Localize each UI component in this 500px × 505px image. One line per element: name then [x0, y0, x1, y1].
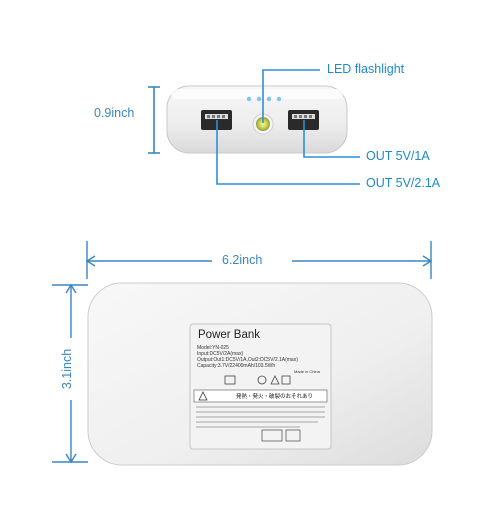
sticker-capacity: Capacity:3.7V/22400mAh/103.5Wh: [197, 363, 276, 369]
out1-callout-line: [303, 120, 360, 158]
width-label: 3.1inch: [60, 348, 75, 390]
sticker-fine-print: [196, 406, 325, 428]
out-1a-label: OUT 5V/1A: [366, 149, 430, 163]
out2-callout-line: [216, 120, 360, 185]
out-2a-label: OUT 5V/2.1A: [366, 176, 441, 190]
callout-lines: [216, 69, 360, 185]
thickness-label: 0.9inch: [94, 106, 135, 120]
sticker-made-in: Made in China: [294, 369, 320, 374]
sticker-title: Power Bank: [198, 329, 261, 341]
warning-icon: [198, 391, 208, 401]
battery-indicator-icon: [246, 96, 282, 102]
sticker-model: Model:YN-025: [197, 345, 229, 351]
certification-marks-icon: [224, 375, 291, 385]
spec-sticker: [189, 323, 332, 450]
length-label: 6.2inch: [222, 253, 263, 267]
width-dimension: [52, 283, 88, 464]
sticker-input: Input:DC5V/2A(max): [197, 351, 244, 357]
sticker-output: Output:Out1:DC5V/1A,Out2:DC5V/2.1A(max): [197, 357, 298, 363]
thickness-dimension: [148, 86, 160, 154]
led-flashlight-label: LED flashlight: [327, 62, 405, 76]
length-dimension: [85, 241, 433, 279]
sticker-warning-heading: 発熱・発火・破裂のおそれあり: [236, 394, 314, 400]
led-callout-line: [262, 69, 320, 123]
